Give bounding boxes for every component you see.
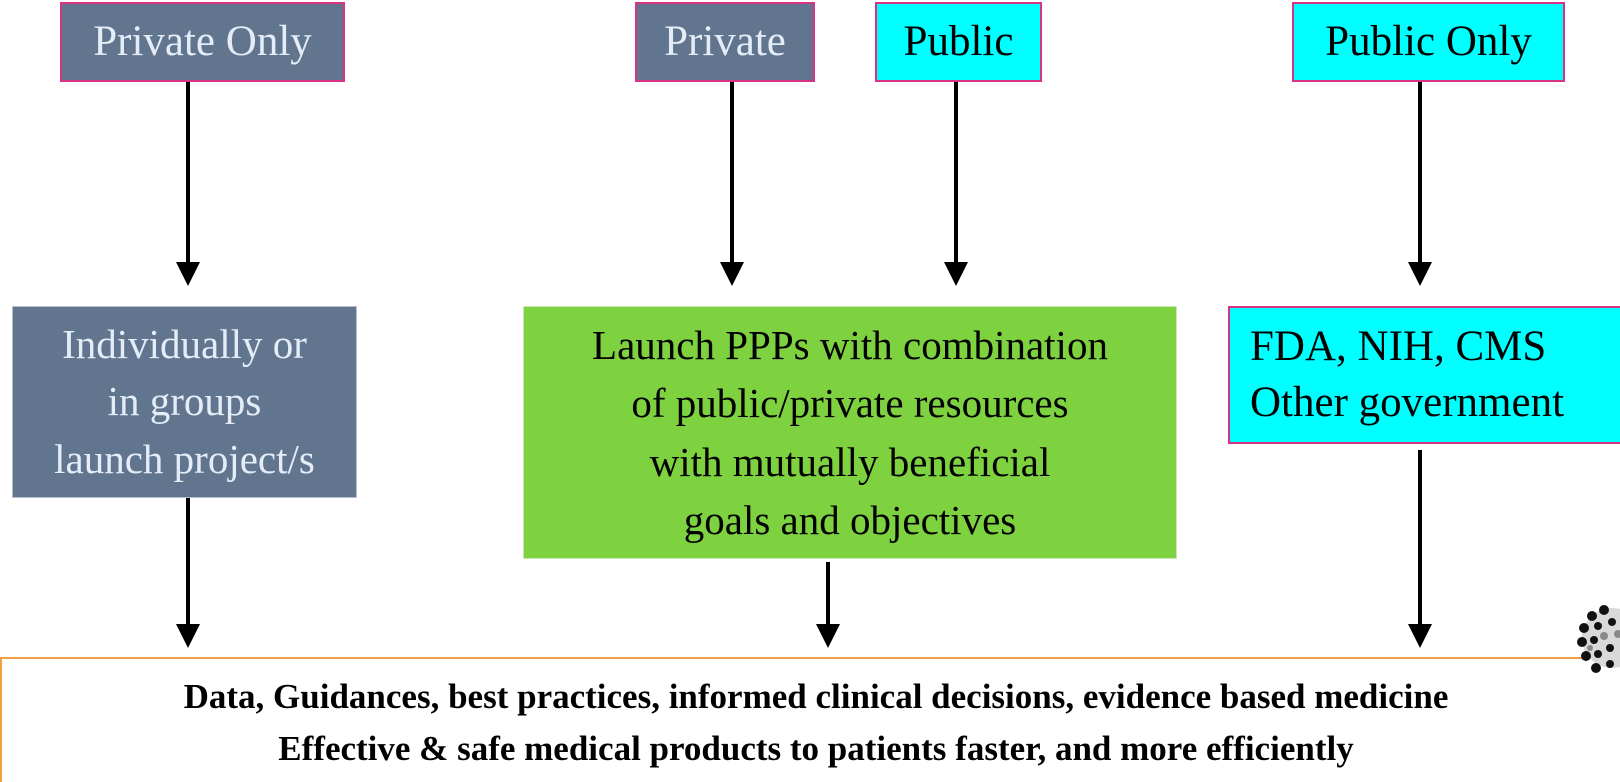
public-only-box: Public Only	[1292, 2, 1565, 82]
individual-line-2: in groups	[107, 378, 262, 425]
private-box: Private	[635, 2, 815, 82]
ppp-launch-box: Launch PPPs with combination of public/p…	[523, 306, 1177, 559]
outcome-box: Data, Guidances, best practices, informe…	[0, 657, 1620, 782]
individual-projects-box: Individually or in groups launch project…	[12, 306, 357, 498]
outcome-line-2: Effective & safe medical products to pat…	[278, 729, 1354, 768]
molecule-logo-icon	[1577, 605, 1620, 673]
ppp-line-1: Launch PPPs with combination	[592, 322, 1108, 369]
government-agencies-box: FDA, NIH, CMS Other government	[1228, 306, 1620, 444]
gov-line-1: FDA, NIH, CMS	[1250, 323, 1547, 371]
public-only-label: Public Only	[1325, 18, 1532, 66]
individual-line-3: launch project/s	[54, 435, 315, 482]
public-box: Public	[875, 2, 1042, 82]
ppp-line-3: with mutually beneficial	[649, 438, 1051, 485]
gov-line-2: Other government	[1250, 379, 1565, 426]
private-label: Private	[664, 18, 786, 66]
private-only-label: Private Only	[93, 18, 312, 66]
ppp-line-2: of public/private resources	[631, 380, 1069, 427]
individual-line-1: Individually or	[62, 320, 307, 367]
outcome-line-1: Data, Guidances, best practices, informe…	[183, 676, 1449, 716]
private-only-box: Private Only	[60, 2, 345, 82]
ppp-line-4: goals and objectives	[683, 496, 1017, 543]
public-label: Public	[903, 18, 1014, 66]
